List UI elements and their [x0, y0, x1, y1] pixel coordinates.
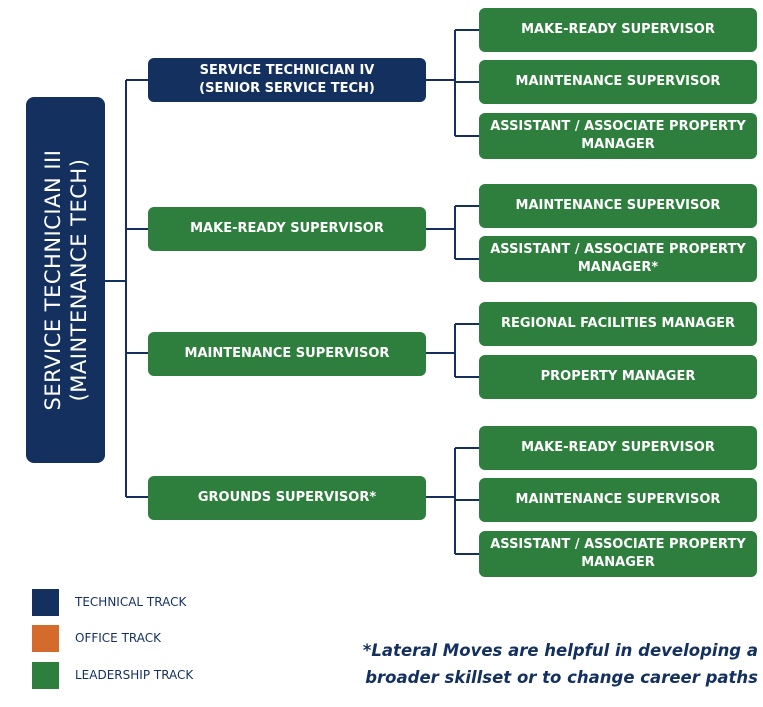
root-node-label: SERVICE TECHNICIAN III (MAINTENANCE TECH… [40, 100, 92, 460]
root-node: SERVICE TECHNICIAN III (MAINTENANCE TECH… [26, 97, 105, 463]
leaf-node: PROPERTY MANAGER [479, 355, 757, 399]
node-label-line1: MAKE-READY SUPERVISOR [190, 221, 384, 236]
node-label-line1: GROUNDS SUPERVISOR* [197, 490, 377, 505]
node-label-line2: (SENIOR SERVICE TECH) [199, 81, 375, 96]
note-line2: broader skillset or to change career pat… [365, 668, 758, 687]
leaf-node: MAKE-READY SUPERVISOR [479, 8, 757, 52]
lateral-moves-note: *Lateral Moves are helpful in developing… [340, 637, 758, 691]
leaf-node: REGIONAL FACILITIES MANAGER [479, 302, 757, 346]
node-label-line1: MAKE-READY SUPERVISOR [521, 440, 715, 455]
branch-node-make-ready-supervisor: MAKE-READY SUPERVISOR [148, 207, 426, 251]
root-label-line2: (MAINTENANCE TECH) [66, 158, 91, 402]
legend-swatch-leadership [32, 662, 59, 689]
node-label-line2: MANAGER* [577, 260, 659, 275]
legend-label-office: OFFICE TRACK [75, 631, 161, 645]
node-label-line1: REGIONAL FACILITIES MANAGER [500, 316, 736, 331]
branch-node-maintenance-supervisor: MAINTENANCE SUPERVISOR [148, 332, 426, 376]
node-label-line1: MAINTENANCE SUPERVISOR [515, 74, 721, 89]
node-label-line1: PROPERTY MANAGER [540, 369, 696, 384]
leaf-node: ASSISTANT / ASSOCIATE PROPERTY MANAGER [479, 531, 757, 577]
node-label-line1: ASSISTANT / ASSOCIATE PROPERTY [490, 242, 746, 257]
legend-swatch-office [32, 625, 59, 652]
node-label-line2: MANAGER [581, 137, 655, 152]
node-label-line1: SERVICE TECHNICIAN IV [199, 63, 375, 78]
legend-label-technical: TECHNICAL TRACK [75, 595, 187, 609]
node-label-line1: MAKE-READY SUPERVISOR [521, 22, 715, 37]
leaf-node: MAINTENANCE SUPERVISOR [479, 478, 757, 522]
note-line1: *Lateral Moves are helpful in developing… [362, 641, 758, 660]
leaf-node: ASSISTANT / ASSOCIATE PROPERTY MANAGER [479, 113, 757, 159]
node-label-line1: ASSISTANT / ASSOCIATE PROPERTY [490, 537, 746, 552]
node-label-line1: MAINTENANCE SUPERVISOR [515, 492, 721, 507]
root-label-line1: SERVICE TECHNICIAN III [40, 149, 65, 411]
leaf-node: MAINTENANCE SUPERVISOR [479, 184, 757, 228]
leaf-node: ASSISTANT / ASSOCIATE PROPERTY MANAGER* [479, 236, 757, 282]
node-label-line1: MAINTENANCE SUPERVISOR [515, 198, 721, 213]
leaf-node: MAKE-READY SUPERVISOR [479, 426, 757, 470]
legend-swatch-technical [32, 589, 59, 616]
node-label-line1: MAINTENANCE SUPERVISOR [184, 346, 390, 361]
node-label-line1: ASSISTANT / ASSOCIATE PROPERTY [490, 119, 746, 134]
branch-node-grounds-supervisor: GROUNDS SUPERVISOR* [148, 476, 426, 520]
leaf-node: MAINTENANCE SUPERVISOR [479, 60, 757, 104]
legend-label-leadership: LEADERSHIP TRACK [75, 668, 194, 682]
branch-node-service-technician-iv: SERVICE TECHNICIAN IV (SENIOR SERVICE TE… [148, 58, 426, 102]
node-label-line2: MANAGER [581, 555, 655, 570]
